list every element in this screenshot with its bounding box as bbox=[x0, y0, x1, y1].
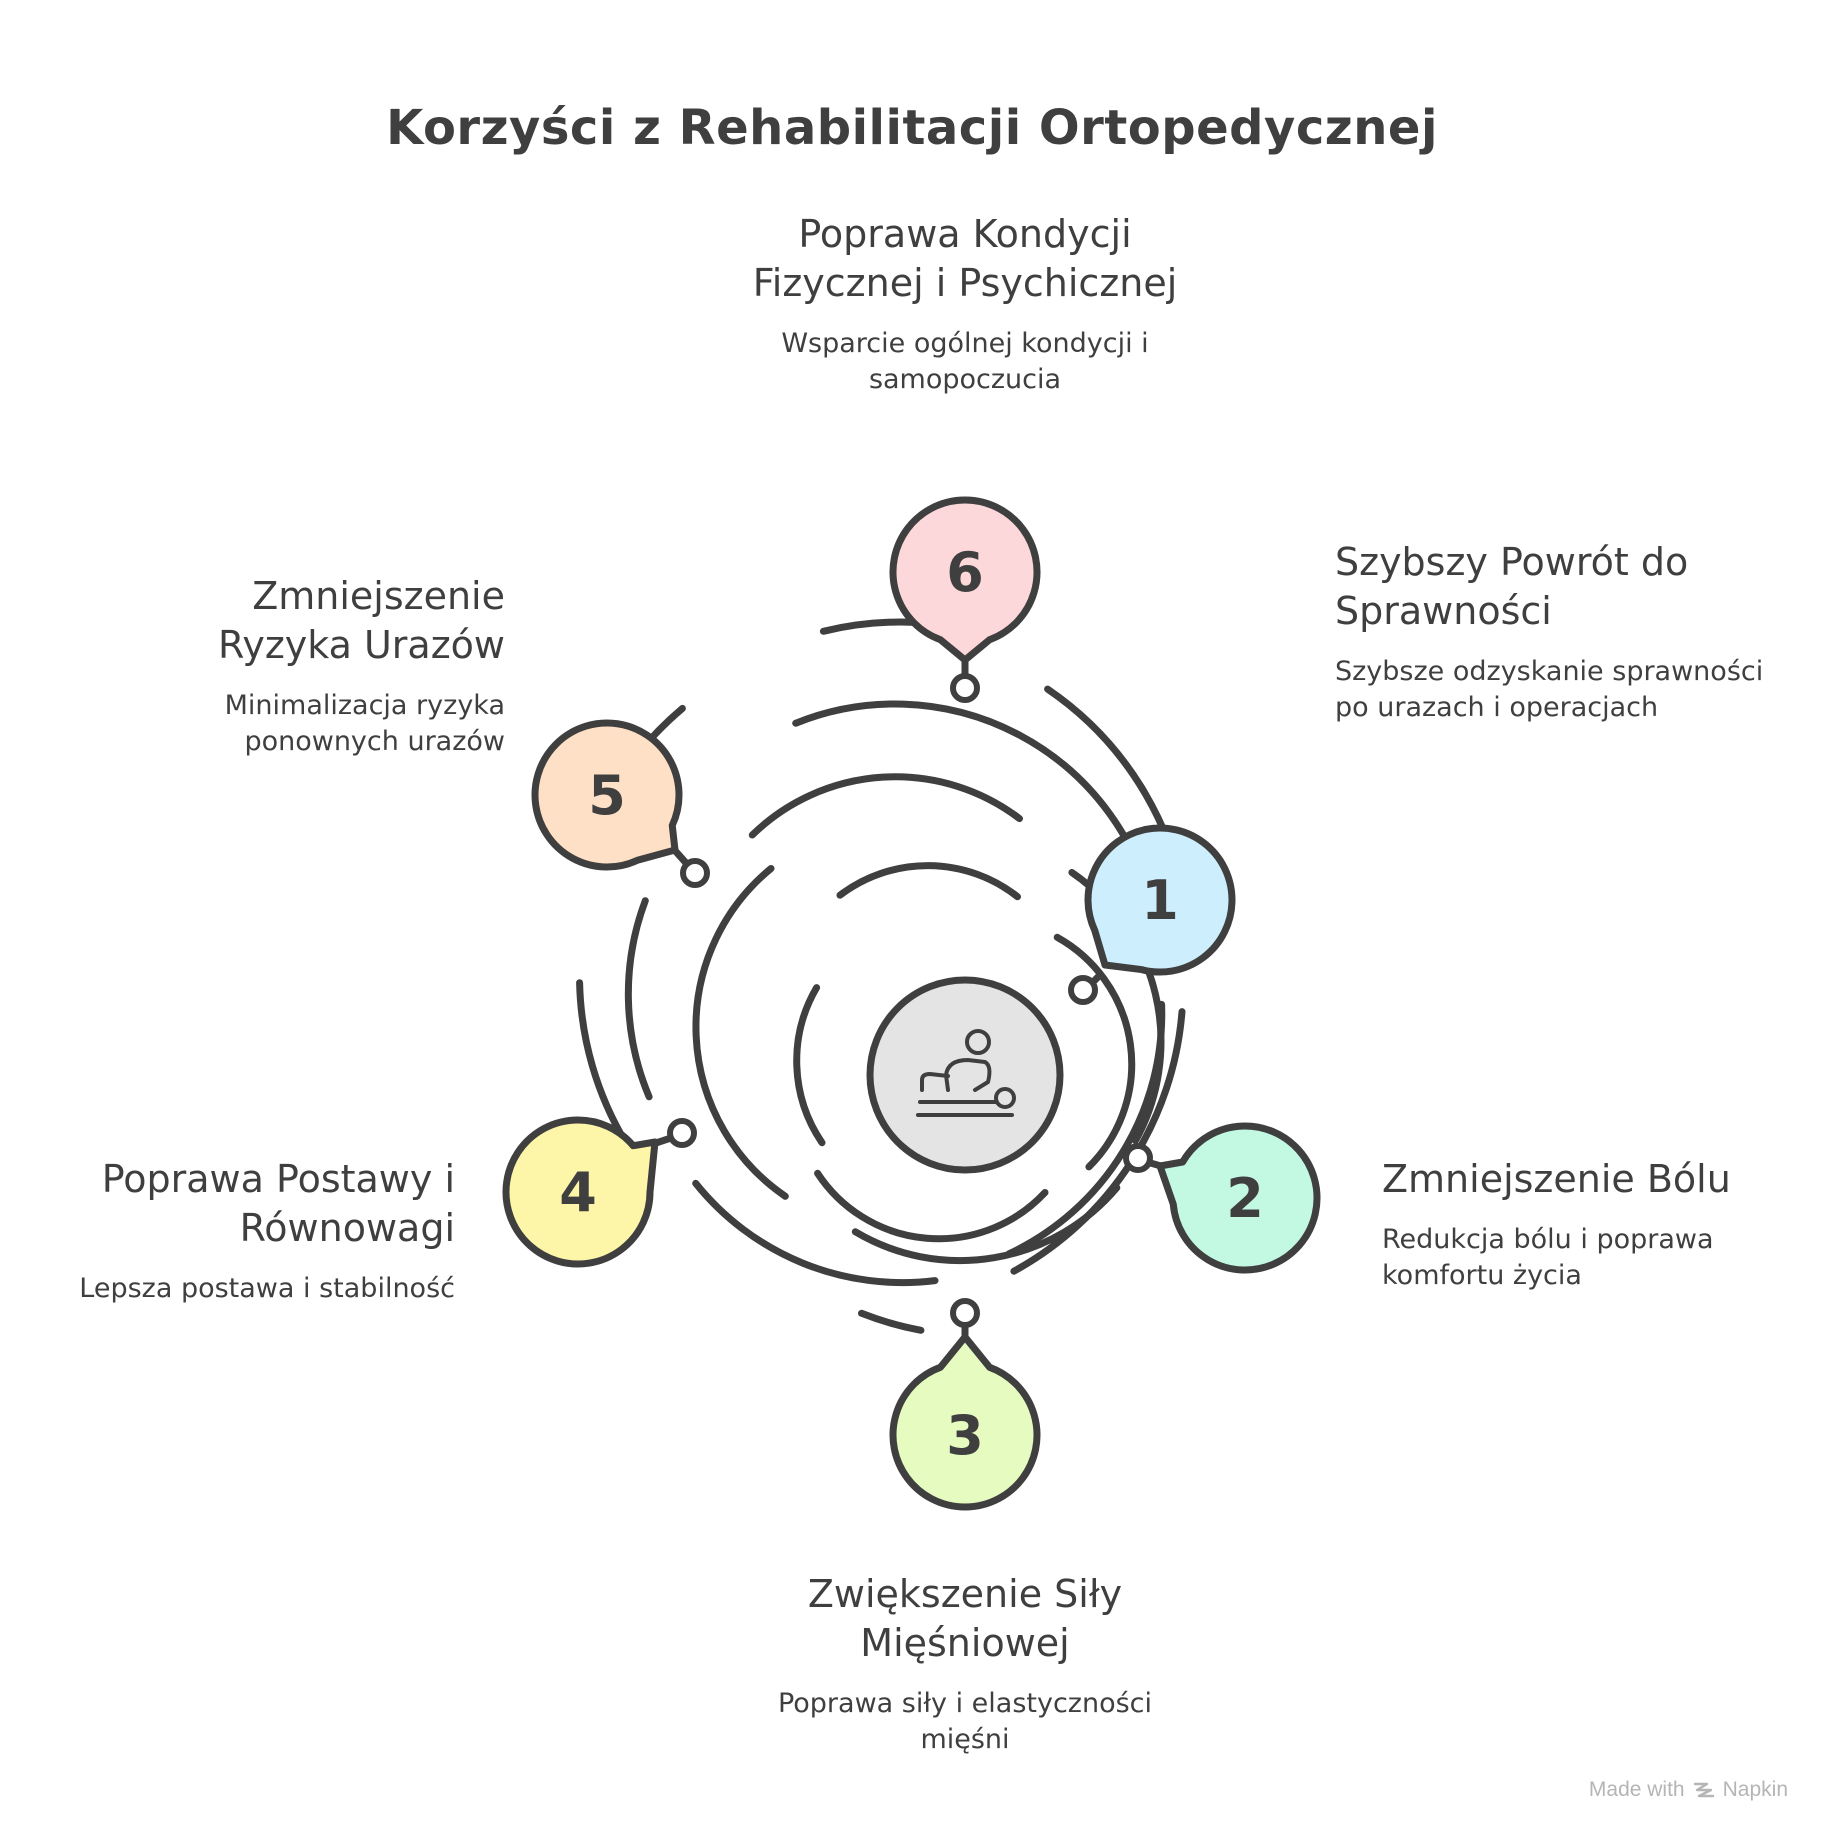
item-6-desc: Wsparcie ogólnej kondycji i samopoczucia bbox=[781, 328, 1149, 395]
center-circle-outline bbox=[866, 976, 1064, 1174]
item-3-text: Zwiększenie Siły Mięśniowej Poprawa siły… bbox=[730, 1570, 1200, 1758]
anchor-dot-6 bbox=[950, 673, 980, 703]
bubble-1: 1 bbox=[1068, 824, 1236, 1005]
made-with-label: Made with bbox=[1588, 1778, 1685, 1801]
made-with-napkin: Made with Napkin bbox=[1589, 1778, 1788, 1802]
item-5-desc: Minimalizacja ryzyka ponownych urazów bbox=[224, 690, 505, 757]
bubble-number-1: 1 bbox=[1141, 869, 1179, 932]
anchor-dot-1 bbox=[1068, 975, 1098, 1005]
item-6-title: Poprawa Kondycji Fizycznej i Psychicznej bbox=[752, 212, 1178, 305]
napkin-logo-icon bbox=[1693, 1782, 1714, 1798]
item-5-title: Zmniejszenie Ryzyka Urazów bbox=[218, 574, 505, 667]
page-title: Korzyści z Rehabilitacji Ortopedycznej bbox=[386, 100, 1438, 156]
item-2-desc: Redukcja bólu i poprawa komfortu życia bbox=[1382, 1224, 1714, 1291]
orbit-ring-4 bbox=[814, 1169, 1049, 1243]
item-4-text: Poprawa Postawy i Równowagi Lepsza posta… bbox=[70, 1155, 455, 1307]
anchor-dot-3 bbox=[950, 1298, 980, 1328]
bubble-3: 3 bbox=[889, 1298, 1041, 1511]
speech-bubble-4 bbox=[502, 1116, 659, 1268]
orbit-ring-2 bbox=[692, 1179, 939, 1287]
speech-bubble-5 bbox=[531, 719, 683, 871]
item-2-title: Zmniejszenie Bólu bbox=[1382, 1157, 1731, 1201]
massage-therapy-icon bbox=[916, 1029, 1016, 1117]
speech-bubble-2 bbox=[1156, 1122, 1321, 1274]
item-5-text: Zmniejszenie Ryzyka Urazów Minimalizacja… bbox=[120, 572, 505, 760]
item-4-title: Poprawa Postawy i Równowagi bbox=[101, 1157, 455, 1250]
orbit-ring-3 bbox=[748, 773, 1023, 839]
orbit-ring-outer bbox=[576, 979, 630, 1148]
item-4-desc: Lepsza postawa i stabilność bbox=[79, 1273, 455, 1304]
anchor-dot-5 bbox=[680, 858, 710, 888]
orbit-ring-4 bbox=[1053, 933, 1136, 1171]
item-1-desc: Szybsze odzyskanie sprawności po urazach… bbox=[1335, 656, 1764, 723]
bubble-number-5: 5 bbox=[588, 764, 626, 827]
bubble-number-2: 2 bbox=[1226, 1167, 1264, 1230]
napkin-brand-label: Napkin bbox=[1722, 1778, 1788, 1801]
orbit-ring-3 bbox=[851, 1184, 1121, 1265]
bubble-number-6: 6 bbox=[946, 541, 984, 604]
center-circle bbox=[870, 980, 1060, 1170]
speech-bubble-6 bbox=[889, 496, 1041, 664]
bubble-6: 6 bbox=[889, 496, 1041, 703]
item-6-text: Poprawa Kondycji Fizycznej i Psychicznej… bbox=[740, 210, 1190, 398]
speech-bubble-1 bbox=[1084, 824, 1236, 976]
bubble-number-3: 3 bbox=[946, 1404, 984, 1467]
orbit-ring-2 bbox=[624, 897, 653, 1101]
bubble-5: 5 bbox=[531, 719, 710, 888]
item-2-text: Zmniejszenie Bólu Redukcja bólu i popraw… bbox=[1382, 1155, 1802, 1294]
orbit-ring-4 bbox=[793, 984, 826, 1147]
speech-bubble-3 bbox=[889, 1333, 1041, 1511]
bubble-number-4: 4 bbox=[559, 1161, 597, 1224]
center-node bbox=[866, 976, 1064, 1174]
orbit-ring-4 bbox=[836, 862, 1021, 901]
item-3-title: Zwiększenie Siły Mięśniowej bbox=[807, 1572, 1123, 1665]
anchor-dot-2 bbox=[1123, 1143, 1153, 1173]
item-1-text: Szybszy Powrót do Sprawności Szybsze odz… bbox=[1335, 538, 1775, 726]
orbit-ring-outer bbox=[858, 1309, 925, 1334]
item-3-desc: Poprawa siły i elastyczności mięśni bbox=[777, 1688, 1153, 1755]
bubble-4: 4 bbox=[502, 1116, 697, 1268]
item-1-title: Szybszy Powrót do Sprawności bbox=[1335, 540, 1689, 633]
orbit-ring-3 bbox=[692, 865, 789, 1200]
anchor-dot-4 bbox=[667, 1118, 697, 1148]
bubble-2: 2 bbox=[1123, 1122, 1321, 1274]
